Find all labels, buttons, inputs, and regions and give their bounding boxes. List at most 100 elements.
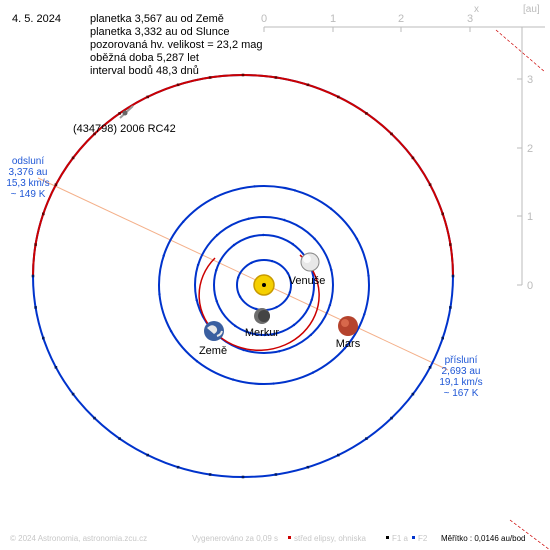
asteroid-position-dot — [428, 366, 432, 369]
planet-position-dot — [292, 323, 296, 327]
asteroid-position-dot — [176, 83, 180, 87]
asteroid-orbit — [32, 74, 454, 478]
earth-planet — [204, 321, 224, 341]
planet-position-dot — [250, 261, 253, 265]
planet-position-dot — [215, 269, 218, 272]
planet-position-dot — [238, 295, 242, 298]
earth-orbit — [194, 216, 334, 354]
aphelion-label: odsluní 3,376 au 15,3 km/s ~ 149 K — [6, 156, 49, 200]
planet-position-dot — [275, 305, 278, 309]
earth-label: Země — [199, 345, 227, 357]
f1-swatch — [386, 536, 389, 539]
perihelion-temperature: ~ 167 K — [444, 388, 479, 399]
perihelion-velocity: 19,1 km/s — [439, 377, 482, 388]
planet-position-dot — [215, 299, 218, 303]
right-tick-1: 1 — [527, 211, 533, 223]
info-line-distance-earth: planetka 3,567 au od Země — [90, 13, 224, 25]
aphelion-temperature: ~ 149 K — [11, 189, 46, 200]
planet-position-dot — [343, 347, 346, 350]
asteroid-position-dot — [208, 76, 212, 79]
planet-position-dot — [367, 274, 370, 277]
unit-label: [au] — [523, 4, 540, 15]
planet-position-dot — [196, 263, 200, 267]
info-block: planetka 3,567 au od Země planetka 3,332… — [90, 13, 263, 77]
aphelion-title: odsluní — [12, 156, 44, 167]
asteroid-position-dot — [93, 416, 96, 420]
date-label: 4. 5. 2024 — [12, 13, 61, 25]
planet-position-dot — [278, 350, 281, 353]
asteroid-name: (434798) 2006 RC42 — [73, 123, 176, 135]
planet-position-dot — [158, 293, 161, 296]
asteroid-position-dot — [365, 112, 368, 115]
asteroid-position-dot — [390, 132, 393, 136]
planet-position-dot — [231, 378, 235, 381]
asteroid-position-dot — [71, 392, 75, 396]
planet-position-dot — [254, 307, 258, 311]
planet-position-dot — [213, 196, 217, 199]
planet-position-dot — [182, 220, 185, 223]
asteroid-position-dot — [54, 183, 58, 186]
planet-position-dot — [293, 189, 297, 192]
asteroid-position-dot — [411, 156, 415, 160]
asteroid-position-dot — [34, 306, 37, 309]
venus-label: Venuše — [289, 275, 326, 287]
planet-position-dot — [310, 298, 313, 301]
asteroid-position-dot — [449, 243, 452, 246]
right-tick-0: 0 — [527, 280, 533, 292]
venus-planet — [300, 252, 320, 272]
info-line-distance-sun: planetka 3,332 au od Slunce — [90, 26, 229, 38]
sun — [253, 274, 275, 296]
asteroid-position-dot — [241, 73, 245, 77]
corner-marker — [495, 29, 546, 73]
planet-position-dot — [355, 237, 359, 240]
planet-position-dot — [270, 259, 274, 263]
planet-position-dot — [234, 324, 237, 328]
planet-position-dot — [253, 185, 256, 188]
planet-position-dot — [247, 217, 250, 220]
asteroid-position-dot — [34, 243, 37, 246]
asteroid-position-dot — [306, 83, 310, 87]
planet-position-dot — [215, 233, 219, 237]
planet-position-dot — [288, 291, 291, 294]
planet-position-dot — [329, 207, 333, 210]
aphelion-velocity: 15,3 km/s — [6, 178, 49, 189]
mars-planet — [338, 316, 358, 336]
asteroid-position-dots — [31, 73, 455, 479]
asteroid-position-dot — [54, 366, 58, 369]
asteroid-position-dot — [451, 274, 455, 278]
mercury-label: Merkur — [245, 327, 280, 339]
planet-position-dot — [195, 360, 199, 363]
asteroid-position-dot — [71, 156, 75, 160]
planet-position-dot — [162, 254, 165, 257]
planet-position-dot — [309, 333, 313, 337]
asteroid-position-dot — [441, 336, 444, 340]
top-tick-0: 0 — [261, 13, 267, 25]
footer-ellipse-legend: střed elipsy, ohniska — [294, 534, 366, 543]
aphelion-distance: 3,376 au — [9, 167, 48, 178]
asteroid-position-dot — [241, 475, 245, 479]
info-line-point-interval: interval bodů 48,3 dnů — [90, 65, 199, 77]
planet-position-dot — [311, 371, 315, 374]
mars-label: Mars — [336, 338, 361, 350]
asteroid-marker — [119, 105, 134, 119]
planet-position-dot — [169, 330, 173, 333]
planet-position-dot — [328, 303, 332, 307]
top-tick-2: 2 — [398, 13, 404, 25]
planet-position-dot — [363, 313, 366, 316]
footer-copyright: © 2024 Astronomia, astronomia.zcu.cz — [10, 534, 147, 543]
asteroid-position-dot — [337, 453, 340, 457]
asteroid-position-dot — [411, 392, 415, 396]
asteroid-position-dot — [337, 95, 340, 99]
planet-position-dot — [291, 242, 294, 246]
asteroid-position-dot — [118, 437, 121, 440]
asteroid-position-dot — [441, 212, 444, 216]
planet-position-dot — [232, 243, 236, 247]
asteroid-position-dot — [146, 95, 149, 99]
asteroid-orbit-red-upper-right — [243, 74, 454, 277]
apsis-line — [37, 177, 449, 371]
asteroid-position-dot — [146, 453, 149, 457]
footer-f1-legend: F1 a — [392, 534, 409, 543]
planet-position-dot — [237, 276, 240, 279]
asteroid-position-dot — [365, 437, 368, 440]
